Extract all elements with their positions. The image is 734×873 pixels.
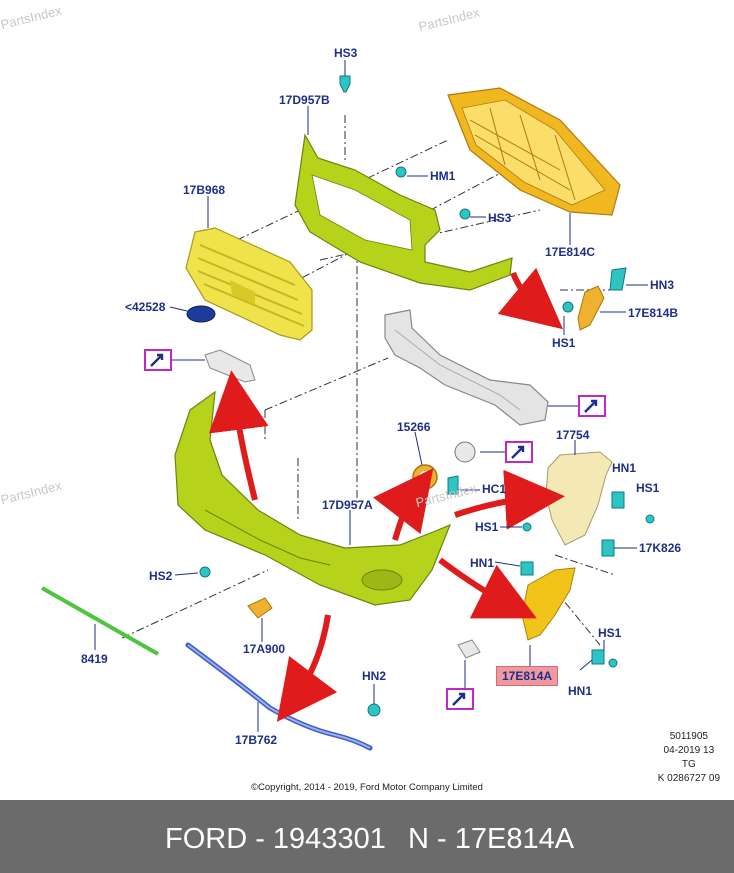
grille-frame-17E814C <box>447 87 621 216</box>
label-17K826[interactable]: 17K826 <box>639 541 682 555</box>
bracket-17E814B <box>577 285 605 331</box>
label-HC1[interactable]: HC1 <box>482 482 507 496</box>
reference-arrow-icon <box>584 399 598 413</box>
gray-connector <box>457 639 481 659</box>
diagram-drawing <box>41 60 655 751</box>
exploded-diagram: PartsIndex PartsIndex PartsIndex PartsIn… <box>0 3 720 793</box>
document-stamp: 5011905 04-2019 13 TG K 0286727 09 <box>658 730 720 786</box>
bumper-cover-17D957A <box>174 390 452 606</box>
label-HN1[interactable]: HN1 <box>612 461 637 475</box>
reference-box-2[interactable] <box>578 395 606 417</box>
bracket-17754 <box>545 451 613 546</box>
reference-box-3[interactable] <box>505 441 533 463</box>
label-HS1[interactable]: HS1 <box>598 626 622 640</box>
label-HN1[interactable]: HN1 <box>470 556 495 570</box>
label-HN3[interactable]: HN3 <box>650 278 675 292</box>
part-17A900 <box>247 597 273 619</box>
label-17D957B[interactable]: 17D957B <box>279 93 330 107</box>
gray-bracket-left <box>204 349 256 383</box>
label-17D957A[interactable]: 17D957A <box>322 498 373 512</box>
label-leaders <box>94 60 648 732</box>
reference-arrow-icon <box>511 445 525 459</box>
label-17B968[interactable]: 17B968 <box>183 183 226 197</box>
label-17754[interactable]: 17754 <box>556 428 590 442</box>
label-17B762[interactable]: 17B762 <box>235 733 278 747</box>
label-HS1[interactable]: HS1 <box>552 336 576 350</box>
label-HS2[interactable]: HS2 <box>149 569 173 583</box>
label-HN2[interactable]: HN2 <box>362 669 387 683</box>
label-8419[interactable]: 8419 <box>81 652 108 666</box>
reference-arrow-icon <box>452 692 466 706</box>
stamp-line: 5011905 <box>669 731 708 742</box>
copyright-notice: ©Copyright, 2014 - 2019, Ford Motor Comp… <box>251 782 483 793</box>
label-HN1[interactable]: HN1 <box>568 684 593 698</box>
stamp-line: 04-2019 13 <box>663 745 715 756</box>
reference-box-4[interactable] <box>446 688 474 710</box>
label-17E814B[interactable]: 17E814B <box>628 306 679 320</box>
footer-part-number: FORD - 1943301 <box>165 823 386 855</box>
label-HS1[interactable]: HS1 <box>475 520 499 534</box>
clips <box>199 75 655 717</box>
label-15266[interactable]: 15266 <box>397 420 431 434</box>
ford-emblem-42528 <box>186 305 216 323</box>
reference-arrow-icon <box>150 353 164 367</box>
lower-trim-17B762 <box>185 642 373 751</box>
bumper-reinforcement <box>384 309 549 426</box>
stamp-line: K 0286727 09 <box>657 773 720 784</box>
strip-8419 <box>41 586 159 656</box>
reference-box-1[interactable] <box>144 349 172 371</box>
upper-cover-17D957B <box>294 133 513 291</box>
grille-17B968 <box>185 227 313 341</box>
footer-part-code: N - 17E814A <box>408 823 575 855</box>
label-17A900[interactable]: 17A900 <box>243 642 286 656</box>
label-HS3[interactable]: HS3 <box>488 211 512 225</box>
part-number-footer: FORD - 1943301 N - 17E814A <box>0 800 734 873</box>
label-HS1[interactable]: HS1 <box>636 481 660 495</box>
stamp-line: TG <box>681 759 696 770</box>
fog-lamp <box>454 441 476 463</box>
label-42528[interactable]: <42528 <box>125 300 166 314</box>
label-17E814A-highlighted[interactable]: 17E814A <box>496 666 559 686</box>
direction-arrows <box>208 267 565 722</box>
label-HM1[interactable]: HM1 <box>430 169 456 183</box>
label-HS3[interactable]: HS3 <box>334 46 358 60</box>
label-17E814C[interactable]: 17E814C <box>545 245 596 259</box>
